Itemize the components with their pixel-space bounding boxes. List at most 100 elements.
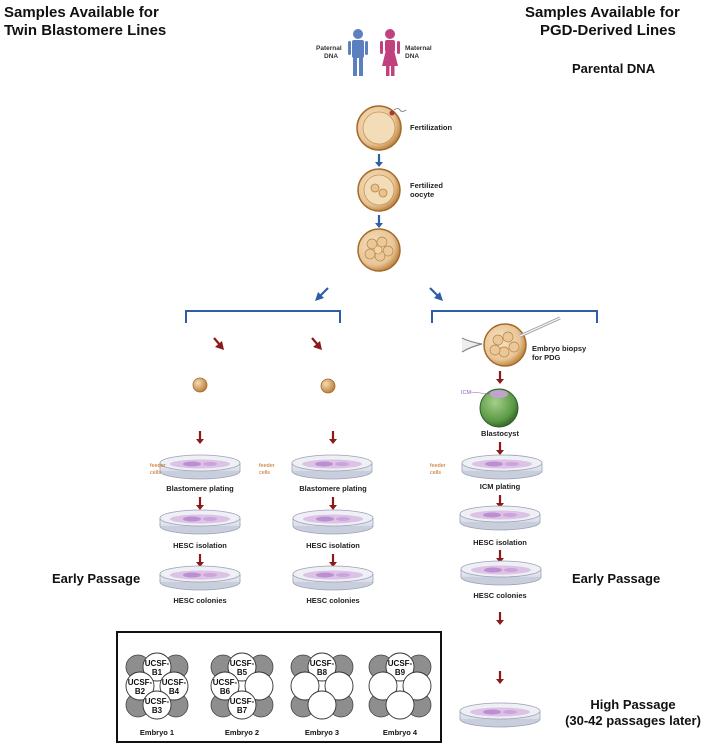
red-arrow-diag-col2 — [311, 337, 322, 350]
icm-plating-label: ICM plating — [480, 482, 521, 491]
feeder-label-col1-l2: cells — [150, 470, 161, 476]
early-passage-left-label: Early Passage — [52, 571, 140, 586]
arrow-diag-right — [429, 287, 443, 301]
biopsy-label-l2: for PDG — [532, 353, 561, 362]
dish-col2-colonies — [292, 565, 374, 591]
dish-col1-plating — [159, 454, 241, 480]
hesc-isolation-label-2: HESC isolation — [306, 541, 360, 550]
blastomere-cell-icon-1 — [192, 377, 208, 393]
blastocyst-icon — [479, 388, 519, 428]
embryo-2-diagram — [210, 652, 274, 720]
red-arrow-right-a — [494, 369, 506, 386]
red-arrow-col2-b — [327, 495, 339, 512]
cell-label-b9-l2: B9 — [395, 668, 406, 677]
red-arrow-diag-col1 — [213, 337, 224, 350]
cell-label-b7-l2: B7 — [237, 706, 248, 715]
paternal-label-l2: DNA — [324, 53, 338, 60]
feeder-label-col2-l1: feeder — [259, 463, 275, 469]
red-arrow-col1-a — [194, 429, 206, 446]
high-passage-label-l1: High Passage — [590, 697, 675, 712]
icm-label: ICM — [461, 390, 472, 396]
feeder-label-right-l2: cells — [430, 470, 441, 476]
cell-label-b6-l2: B6 — [220, 687, 231, 696]
maternal-label-l2: DNA — [405, 53, 419, 60]
cell-label-b1-l2: B1 — [152, 668, 163, 677]
right-header-line1: Samples Available for — [525, 4, 680, 21]
left-bracket — [185, 310, 341, 323]
embryo-1-label: Embryo 1 — [140, 728, 174, 737]
red-arrow-col2-a — [327, 429, 339, 446]
cell-label-b5-l1: UCSF- — [230, 659, 255, 668]
arrow-down-1 — [373, 152, 385, 169]
cell-label-b2-l2: B2 — [135, 687, 146, 696]
hesc-colonies-label-right: HESC colonies — [473, 591, 526, 600]
cleavage-embryo-icon — [357, 228, 401, 272]
embryo-4-label: Embryo 4 — [383, 728, 418, 737]
blastocyst-label: Blastocyst — [481, 429, 519, 438]
paternal-figure-icon — [348, 29, 368, 76]
red-arrow-right-f — [494, 669, 506, 686]
blastomere-plating-label-1: Blastomere plating — [166, 484, 234, 493]
embryo-2-label: Embryo 2 — [225, 728, 259, 737]
arrow-down-2 — [373, 213, 385, 230]
embryo-1-diagram — [125, 652, 189, 720]
right-bracket — [431, 310, 598, 323]
dish-col2-plating — [291, 454, 373, 480]
feeder-label-col1-l1: feeder — [150, 463, 166, 469]
cell-label-b9-l1: UCSF- — [388, 659, 413, 668]
fertilization-egg-icon — [356, 105, 407, 151]
hesc-colonies-label-1: HESC colonies — [173, 596, 226, 605]
cell-label-b6-l1: UCSF- — [213, 678, 238, 687]
embryo-3-label: Embryo 3 — [305, 728, 339, 737]
left-header-line2: Twin Blastomere Lines — [4, 22, 166, 39]
cell-label-b5-l2: B5 — [237, 668, 248, 677]
feeder-label-col2-l2: cells — [259, 470, 270, 476]
blastomere-cell-icon-2 — [320, 378, 336, 394]
cell-label-b8-l1: UCSF- — [310, 659, 335, 668]
red-arrow-right-e — [494, 610, 506, 627]
cell-label-b2-l1: UCSF- — [128, 678, 153, 687]
embryo-4-diagram — [368, 652, 432, 720]
fertilized-label-l1: Fertilized — [410, 181, 443, 190]
cell-label-b7-l1: UCSF- — [230, 697, 255, 706]
maternal-figure-icon — [380, 29, 400, 76]
fertilization-label: Fertilization — [410, 123, 453, 132]
high-passage-label-l2: (30-42 passages later) — [565, 713, 701, 728]
red-arrow-col1-b — [194, 495, 206, 512]
hesc-colonies-label-2: HESC colonies — [306, 596, 359, 605]
red-arrow-col2-c — [327, 552, 339, 569]
hesc-isolation-label-right: HESC isolation — [473, 538, 527, 547]
blastomere-plating-label-2: Blastomere plating — [299, 484, 367, 493]
arrow-diag-left — [315, 287, 329, 301]
cell-label-b4-l1: UCSF- — [162, 678, 187, 687]
biopsy-label-l1: Embryo biopsy — [532, 344, 587, 353]
dish-col1-isolation — [159, 509, 241, 535]
cell-label-b3-l1: UCSF- — [145, 697, 170, 706]
maternal-label-l1: Maternal — [405, 45, 432, 52]
parental-dna-label: Parental DNA — [572, 61, 656, 76]
early-passage-right-label: Early Passage — [572, 571, 660, 586]
icm-pointer-line — [470, 391, 491, 395]
dish-right-isolation — [459, 505, 541, 531]
embryo-3-diagram — [290, 652, 354, 720]
dish-col1-colonies — [159, 565, 241, 591]
dish-col2-isolation — [292, 509, 374, 535]
fertilized-label-l2: oocyte — [410, 190, 434, 199]
paternal-label-l1: Paternal — [316, 45, 342, 52]
dish-high-passage — [459, 702, 541, 728]
fertilized-oocyte-icon — [357, 168, 401, 212]
cell-label-b8-l2: B8 — [317, 668, 328, 677]
dish-right-plating — [461, 454, 543, 480]
hesc-isolation-label-1: HESC isolation — [173, 541, 227, 550]
red-arrow-right-b — [494, 440, 506, 457]
cell-label-b3-l2: B3 — [152, 706, 163, 715]
left-header-line1: Samples Available for — [4, 4, 159, 21]
feeder-label-right-l1: feeder — [430, 463, 446, 469]
embryo-biopsy-icon — [461, 316, 561, 367]
cell-label-b4-l2: B4 — [169, 687, 180, 696]
red-arrow-col1-c — [194, 552, 206, 569]
dish-right-colonies — [460, 560, 542, 586]
right-header-line2: PGD-Derived Lines — [540, 22, 676, 39]
cell-label-b1-l1: UCSF- — [145, 659, 170, 668]
